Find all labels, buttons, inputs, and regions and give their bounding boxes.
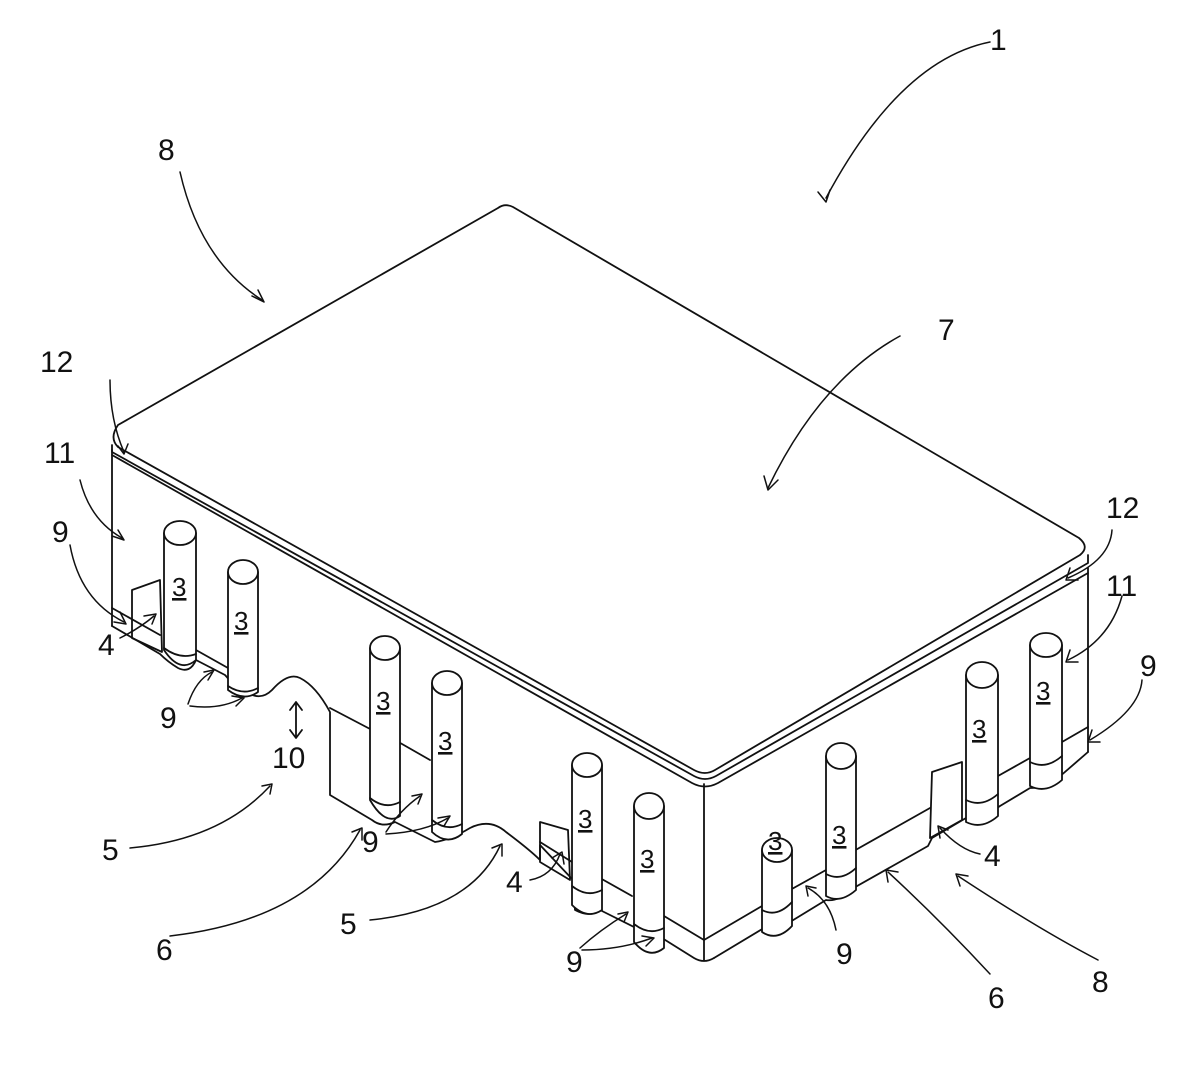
cylinder-right-4 [1030, 633, 1062, 789]
leader-1 [826, 42, 990, 198]
leader-4-left [120, 616, 154, 638]
label-8-top: 8 [158, 134, 175, 167]
cylinder-tag: 3 [172, 572, 186, 602]
label-9-c: 9 [566, 946, 583, 979]
label-12-right: 12 [1106, 492, 1139, 525]
label-4-left: 4 [98, 629, 115, 662]
cylinder-tag: 3 [640, 844, 654, 874]
cylinder-tag: 3 [376, 686, 390, 716]
label-9-d: 9 [836, 938, 853, 971]
label-6-right: 6 [988, 982, 1005, 1015]
label-12-left: 12 [40, 346, 73, 379]
cylinder-tag: 3 [768, 826, 782, 856]
tab-right [930, 762, 962, 838]
label-9-right: 9 [1140, 650, 1157, 683]
label-5-mid: 5 [340, 908, 357, 941]
label-9-a: 9 [160, 702, 177, 735]
label-7: 7 [938, 314, 955, 347]
leader-5-left [130, 786, 270, 848]
cylinder-tag: 3 [1036, 676, 1050, 706]
leader-6-left [170, 830, 360, 936]
label-8-bottom: 8 [1092, 966, 1109, 999]
leader-11-right [1068, 596, 1122, 660]
label-9-b: 9 [362, 826, 379, 859]
label-6-left: 6 [156, 934, 173, 967]
cylinder-tag: 3 [832, 820, 846, 850]
cylinder-tag: 3 [972, 714, 986, 744]
cylinder-tag: 3 [578, 804, 592, 834]
label-1: 1 [990, 24, 1007, 57]
label-5-left: 5 [102, 834, 119, 867]
cylinder-tag: 3 [234, 606, 248, 636]
label-9-left: 9 [52, 516, 69, 549]
leader-4-mid [530, 854, 560, 880]
cylinder-tag: 3 [438, 726, 452, 756]
leader-8-bottom [958, 876, 1098, 960]
leader-9b [190, 698, 242, 707]
leader-4-right [940, 828, 980, 854]
cylinder-left-3 [370, 636, 400, 819]
dimension-arrow-10 [290, 702, 302, 738]
label-4-right: 4 [984, 840, 1001, 873]
top-face [114, 205, 1085, 773]
label-11-left: 11 [44, 437, 75, 470]
label-4-mid: 4 [506, 866, 523, 899]
leader-8-top [180, 172, 262, 300]
label-10: 10 [272, 742, 305, 775]
label-11-right: 11 [1106, 570, 1137, 603]
leader-9-right [1090, 680, 1142, 740]
leader-11-left [80, 480, 122, 538]
leader-9e [580, 914, 626, 948]
leader-9a [188, 672, 212, 704]
leader-5-mid [370, 846, 500, 920]
